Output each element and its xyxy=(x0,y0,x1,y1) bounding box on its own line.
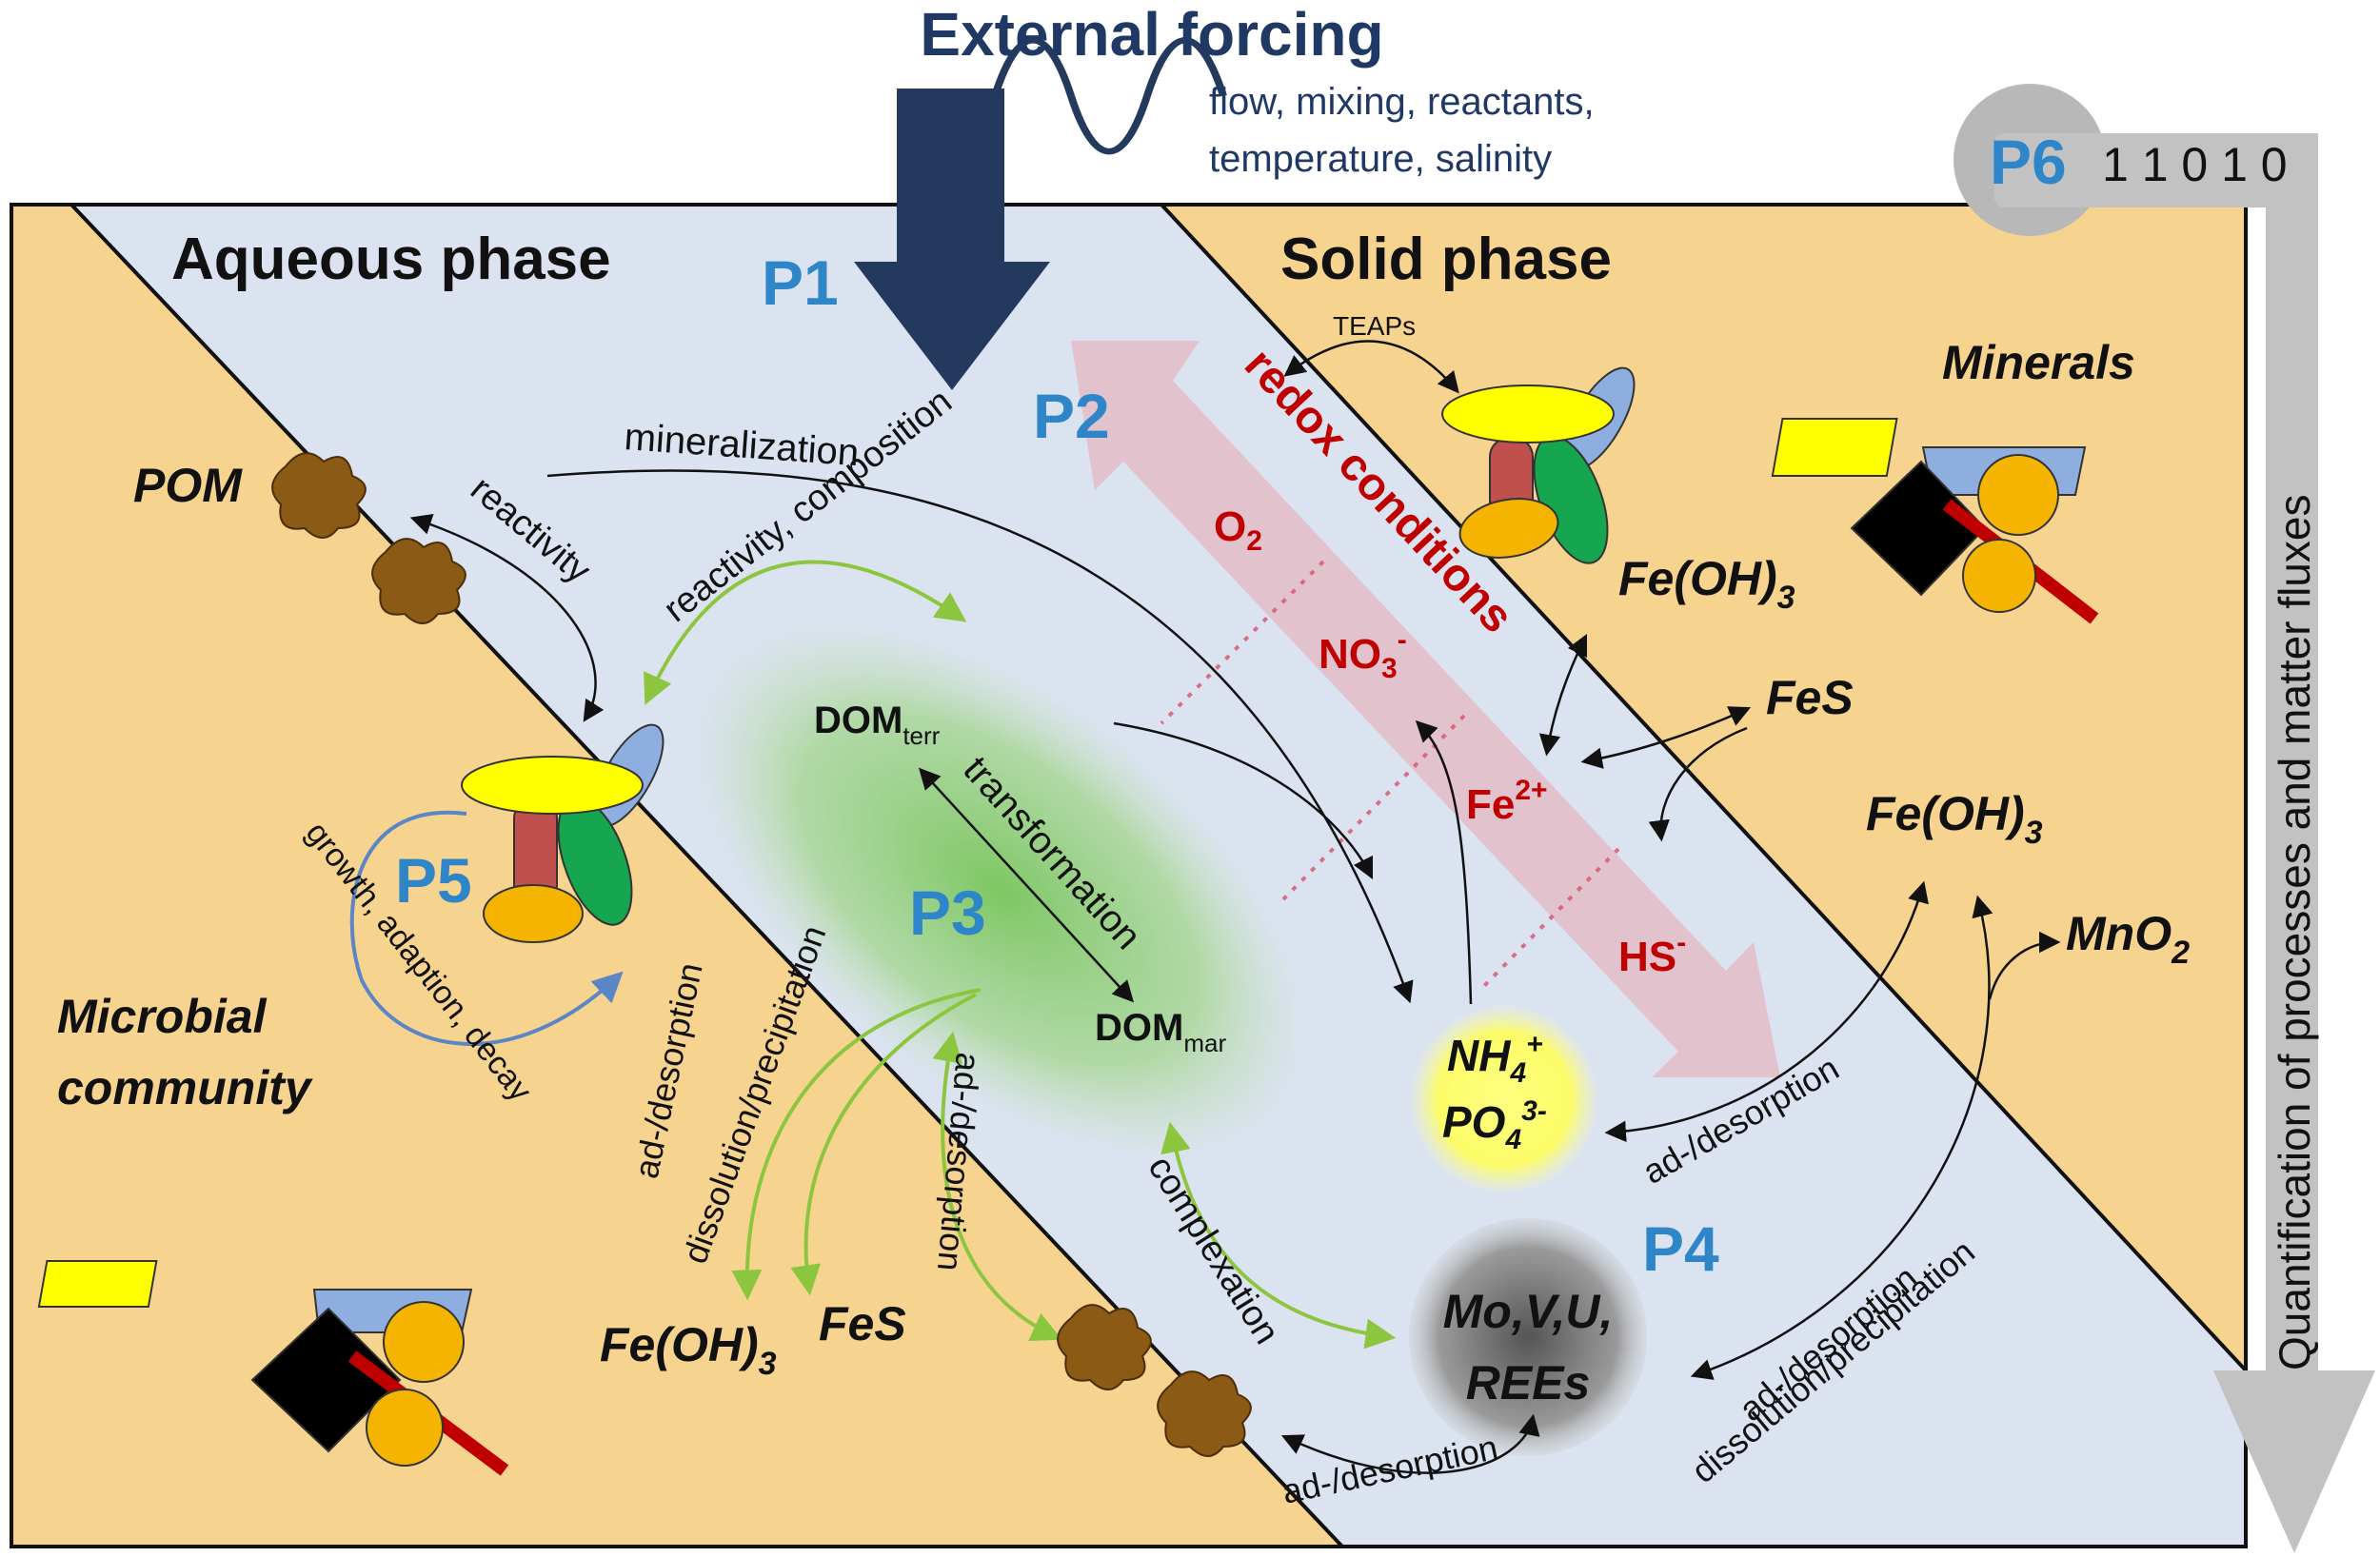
dom-terr-label: DOMterr xyxy=(814,700,941,750)
p3-label: P3 xyxy=(909,877,986,948)
microbial-community-2: community xyxy=(57,1061,313,1114)
adsorption-green-3 xyxy=(932,1031,1062,1342)
forcing-wave xyxy=(991,37,1227,155)
metals-label-1: Mo,V,U, xyxy=(1443,1285,1614,1338)
fes-bottom: FeS xyxy=(819,1297,906,1350)
p1-label: P1 xyxy=(762,247,839,318)
title: External forcing xyxy=(920,0,1383,69)
fe2-label: Fe2+ xyxy=(1466,775,1548,828)
metal-glow xyxy=(1409,1218,1647,1456)
growth-cycle-arrow xyxy=(349,810,624,1046)
pom-particles-top xyxy=(271,452,466,624)
po4-label: PO43- xyxy=(1442,1095,1547,1155)
pom-metal-arrow xyxy=(1280,1413,1540,1474)
fes-right: FeS xyxy=(1766,671,1854,724)
forcing-text-1: flow, mixing, reactants, xyxy=(1209,81,1595,123)
microbial-community-1: Microbial xyxy=(57,990,268,1043)
nh4-to-no3 xyxy=(1415,719,1473,1005)
forcing-text-2: temperature, salinity xyxy=(1209,138,1552,180)
solid-phase-heading: Solid phase xyxy=(1280,227,1612,292)
reactivity-composition-arrow xyxy=(644,560,967,705)
mno2-branch xyxy=(1988,931,2061,1000)
hs-label: HS- xyxy=(1618,927,1686,980)
dissolution-green-2 xyxy=(790,993,977,1296)
o2-label: O2 xyxy=(1214,503,1262,557)
teaps-label: TEAPs xyxy=(1333,311,1416,341)
mno2-label: MnO2 xyxy=(2066,907,2190,971)
fes-fe2 xyxy=(1580,706,1752,769)
p6-code: 1 1 0 1 0 xyxy=(2102,138,2288,191)
forcing-arrow xyxy=(854,89,1050,390)
microbe-cluster-teaps xyxy=(1441,366,1636,564)
pom-particles-bottom xyxy=(1057,1304,1252,1457)
nh4-label: NH4+ xyxy=(1447,1029,1543,1089)
dom-mar-label: DOMmar xyxy=(1095,1007,1226,1057)
complexation-arrow xyxy=(1160,1121,1397,1350)
mineral-cluster-bottom xyxy=(37,1260,509,1476)
metals-label-2: REEs xyxy=(1466,1356,1591,1409)
redox-gradient-arrow xyxy=(1071,341,1780,1077)
feoh3-right: Fe(OH)3 xyxy=(1866,787,2043,851)
aqueous-phase-heading: Aqueous phase xyxy=(171,227,611,292)
feoh3-bottom: Fe(OH)3 xyxy=(600,1318,777,1382)
mineral-metal xyxy=(1690,895,1993,1380)
side-label: Quantification of processes and matter f… xyxy=(2270,495,2319,1370)
domterr-to-nh4 xyxy=(1113,721,1374,880)
fes-hs xyxy=(1648,726,1748,842)
minerals-label: Minerals xyxy=(1942,336,2135,389)
p6-quantification-arrow xyxy=(1954,84,2375,1553)
mineral-cluster-top xyxy=(1771,418,2099,624)
feoh3-fe2 xyxy=(1538,633,1588,757)
teaps-arrow xyxy=(1283,340,1459,394)
redox-dashes xyxy=(1160,560,1620,992)
pom-label: POM xyxy=(133,459,243,512)
p2-label: P2 xyxy=(1033,381,1110,451)
adsorption-green-1 xyxy=(731,988,982,1301)
microbe-cluster-p5 xyxy=(461,723,664,943)
no3-label: NO3- xyxy=(1319,624,1407,684)
transformation-arrow xyxy=(918,767,1135,1003)
p5-label: P5 xyxy=(395,845,472,916)
reactivity-arrow xyxy=(409,514,605,722)
p4-label: P4 xyxy=(1642,1213,1719,1284)
nutrient-glow xyxy=(1409,1004,1599,1194)
feoh3-top: Fe(OH)3 xyxy=(1618,552,1795,616)
p6-label: P6 xyxy=(1990,127,2067,197)
